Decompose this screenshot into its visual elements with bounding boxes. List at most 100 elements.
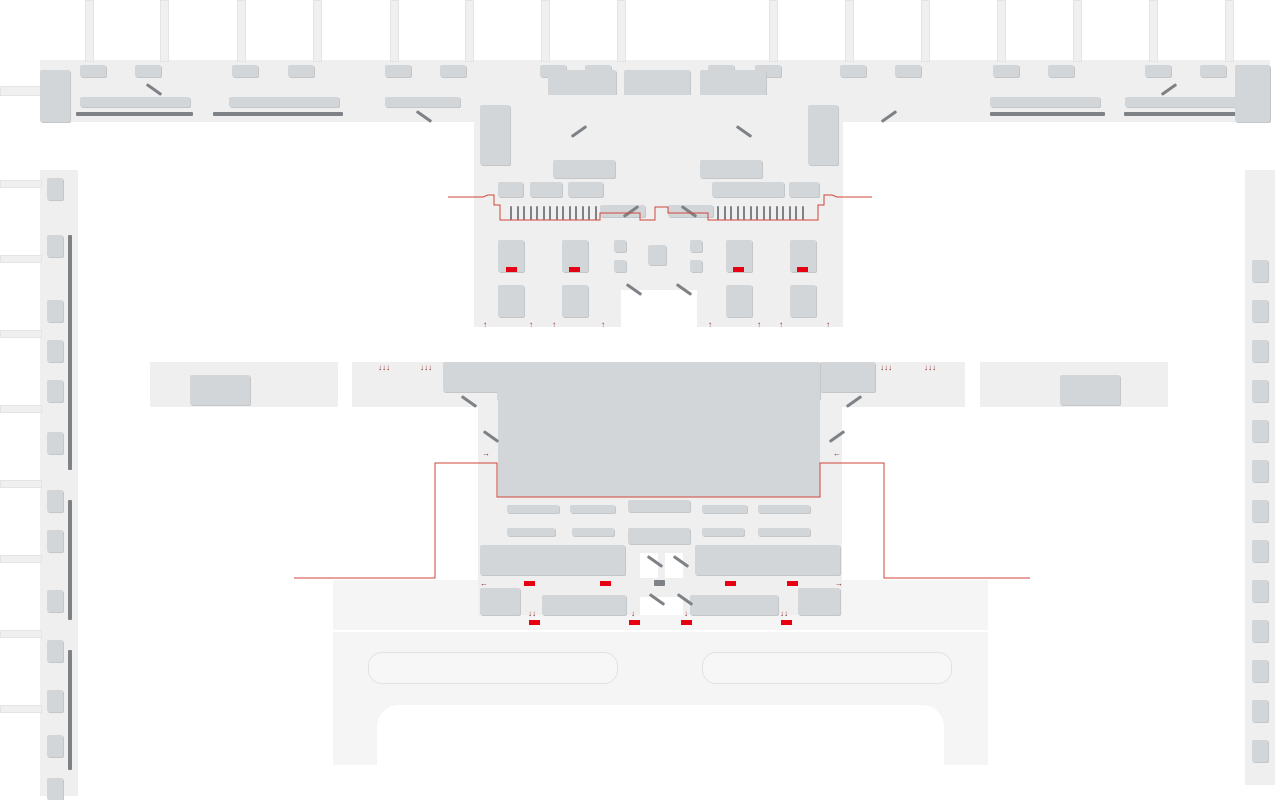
jet-bridge (0, 180, 42, 188)
security-lane (775, 206, 778, 220)
jet-bridge (160, 0, 169, 62)
gate-pod (288, 65, 314, 77)
central-building (474, 95, 843, 327)
road-divider (333, 630, 988, 632)
baggage-hall (695, 545, 840, 575)
jet-bridge (0, 630, 42, 638)
arrow-down-icon: ↓↓↓ (420, 363, 432, 372)
arrow-down-icon: ↓↓ (780, 609, 788, 618)
checkpoint-marker-icon (569, 267, 580, 272)
security-lane (536, 206, 538, 220)
gate-lounge (190, 375, 250, 405)
jet-bridge (85, 0, 94, 62)
gate-pod (47, 380, 63, 402)
gate-pod (47, 432, 63, 454)
elevator-icon (648, 245, 666, 265)
jet-bridge (465, 0, 474, 62)
elevator-icon (614, 260, 626, 272)
arrow-up-icon: ↑ (552, 320, 556, 329)
security-lane (717, 206, 719, 220)
arrow-up-icon: ↑ (529, 320, 533, 329)
gate-pod (80, 65, 106, 77)
shop-block (624, 70, 690, 98)
gate-pod (47, 178, 63, 200)
jet-bridge (617, 0, 626, 62)
check-in-island (726, 240, 752, 272)
checkpoint-marker-icon (529, 620, 540, 625)
gate-pod (232, 65, 258, 77)
elevator-icon (614, 240, 626, 252)
baggage-hall (480, 545, 625, 575)
gate-pod (1252, 580, 1268, 602)
gate-pod (47, 490, 63, 512)
gate-pod (47, 590, 63, 612)
retail (480, 105, 510, 165)
jet-bridge (237, 0, 246, 62)
checkpoint-marker-icon (600, 581, 611, 586)
gate-lounge (820, 362, 875, 392)
moving-walkway (68, 500, 72, 620)
security-lane (723, 206, 726, 220)
retail (700, 160, 762, 178)
elevator-icon (690, 240, 702, 252)
gate-pod (47, 640, 63, 662)
gate-pod (1252, 260, 1268, 282)
jet-bridge (769, 0, 778, 62)
security-lane (523, 206, 525, 220)
security-lane (788, 206, 791, 220)
counter-row (702, 505, 747, 513)
arrow-down-icon: ↓↓↓ (924, 363, 936, 372)
gate-pod (1145, 65, 1171, 77)
gate-pod (840, 65, 866, 77)
checkpoint-marker-icon (506, 267, 517, 272)
arrow-down-icon: ↓↓ (528, 609, 536, 618)
walkway (990, 112, 1105, 116)
walkway (213, 112, 343, 116)
arrow-left-icon: ← (480, 579, 488, 588)
jet-bridge (1149, 0, 1158, 62)
retail (808, 105, 838, 165)
retail (690, 595, 778, 615)
arrow-down-icon: ↓ (684, 609, 688, 618)
arrow-right-icon: → (835, 579, 843, 588)
gate-pod (47, 235, 63, 257)
gate-pod (1252, 740, 1268, 762)
gate-pod (47, 690, 63, 712)
gate-lounge (229, 97, 339, 107)
gate-pod (47, 735, 63, 757)
jet-bridge (845, 0, 854, 62)
counter-row (507, 505, 559, 513)
elevator-icon (690, 260, 702, 272)
check-in-island (498, 285, 524, 317)
walkway (76, 112, 193, 116)
jet-bridge (541, 0, 550, 62)
arrow-down-icon: ↓↓↓ (880, 363, 892, 372)
arrow-down-icon: ↓↓↓ (378, 363, 390, 372)
gate-pod (1048, 65, 1074, 77)
jet-bridge (1073, 0, 1082, 62)
checkpoint-marker-icon (787, 581, 798, 586)
counter-row (702, 528, 744, 536)
counter-row (570, 505, 615, 513)
elevator-icon (654, 580, 665, 586)
checkpoint-marker-icon (733, 267, 744, 272)
jet-bridge (0, 555, 42, 563)
gate-pod (1252, 300, 1268, 322)
counter-row (758, 505, 810, 513)
security-boundary-line (448, 194, 872, 221)
security-lane (594, 206, 597, 220)
arrow-up-icon: ↑ (708, 320, 712, 329)
retail (530, 182, 562, 197)
retail (798, 588, 840, 615)
gate-lounge (385, 97, 460, 107)
security-lane (801, 206, 804, 220)
gate-pod (135, 65, 161, 77)
jet-bridge (0, 255, 42, 263)
curbside-road (377, 705, 944, 765)
gate-pod (1252, 500, 1268, 522)
jet-bridge (1225, 0, 1234, 62)
arrow-up-icon: ↑ (779, 320, 783, 329)
counter-row (507, 528, 555, 536)
security-lane (782, 206, 784, 220)
